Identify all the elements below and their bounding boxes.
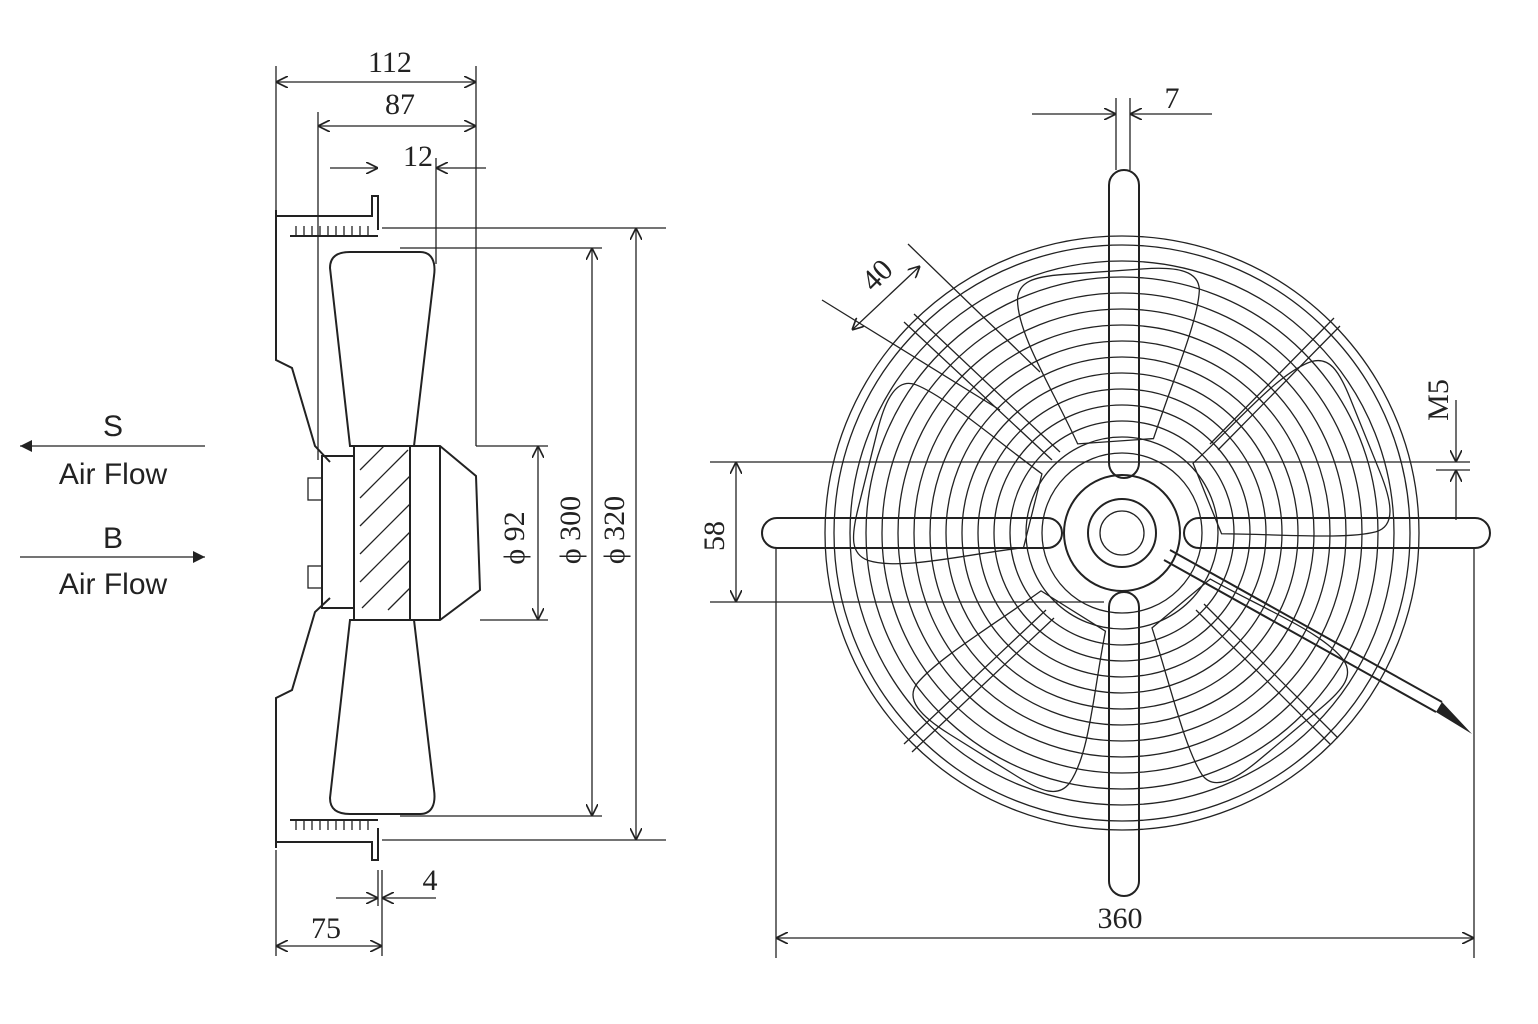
frame-hatch xyxy=(295,226,369,830)
hub-outer xyxy=(1063,474,1181,592)
strap-right xyxy=(1183,517,1491,549)
dim-phi92-text: ϕ 92 xyxy=(498,511,531,564)
rotor-hatch xyxy=(359,445,411,611)
s-label: S xyxy=(103,410,123,443)
front-blades xyxy=(852,267,1391,793)
dim-360-text: 360 xyxy=(1098,902,1143,935)
fan-blade xyxy=(912,590,1107,793)
hub-bore xyxy=(1099,510,1145,556)
fan-blade xyxy=(1192,359,1391,537)
mounting-straps xyxy=(761,169,1491,897)
guard-ring xyxy=(1041,452,1203,614)
dim-7-text: 7 xyxy=(1165,82,1180,115)
mounting-frame xyxy=(275,195,379,861)
guard-ring xyxy=(833,244,1411,822)
airflow-legend: S Air Flow B Air Flow xyxy=(20,410,205,601)
bolt-bottom xyxy=(307,565,323,589)
dim-40-line xyxy=(852,266,920,330)
b-label: B xyxy=(103,522,123,555)
strap-top xyxy=(1108,169,1140,479)
motor-body xyxy=(353,445,482,621)
guard-ring xyxy=(1009,420,1235,646)
fan-blade xyxy=(852,382,1043,565)
dim-phi300-text: ϕ 300 xyxy=(554,496,587,564)
guard-ring xyxy=(993,404,1251,662)
guard-ring xyxy=(1025,436,1219,630)
guard-ring xyxy=(881,292,1363,774)
guard-ring xyxy=(945,356,1299,710)
fan-blade xyxy=(1151,578,1349,784)
dim-12-text: 12 xyxy=(403,140,433,173)
blade-bottom xyxy=(328,619,436,815)
side-view: 112 87 12 4 75 ϕ 92 ϕ 300 ϕ 320 xyxy=(275,46,666,956)
guard-diagonal-rods xyxy=(903,313,1341,753)
dim-75-text: 75 xyxy=(311,912,341,945)
side-extension-lines xyxy=(275,66,666,956)
s-airflow-text: Air Flow xyxy=(59,458,168,491)
dim-4-text: 4 xyxy=(423,864,438,897)
guard-ring xyxy=(849,260,1395,806)
motor-flange xyxy=(321,455,355,609)
blade-top xyxy=(328,251,436,447)
fan-blade xyxy=(1016,267,1200,445)
dim-phi320-text: ϕ 320 xyxy=(598,496,631,564)
hub-ring xyxy=(1087,498,1157,568)
dim-m5-text: M5 xyxy=(1422,379,1455,421)
dim-112-text: 112 xyxy=(368,46,412,79)
bolt-top xyxy=(307,477,323,501)
front-view: 7 40 58 M5 360 xyxy=(698,82,1491,958)
dim-58-text: 58 xyxy=(698,521,731,551)
guard-rings xyxy=(824,235,1420,831)
dim-87-text: 87 xyxy=(385,88,415,121)
rotation-arrow-icon xyxy=(1436,702,1472,734)
strap-left xyxy=(761,517,1063,549)
guard-ring xyxy=(913,324,1331,742)
b-airflow-text: Air Flow xyxy=(59,568,168,601)
rotation-arrow-shaft xyxy=(1163,549,1443,713)
guard-ring xyxy=(929,340,1315,726)
guard-ring xyxy=(897,308,1347,758)
strap-bottom xyxy=(1108,591,1140,897)
guard-ring xyxy=(977,388,1267,678)
guard-ring xyxy=(961,372,1283,694)
guard-ring xyxy=(824,235,1420,831)
guard-ring xyxy=(865,276,1379,790)
